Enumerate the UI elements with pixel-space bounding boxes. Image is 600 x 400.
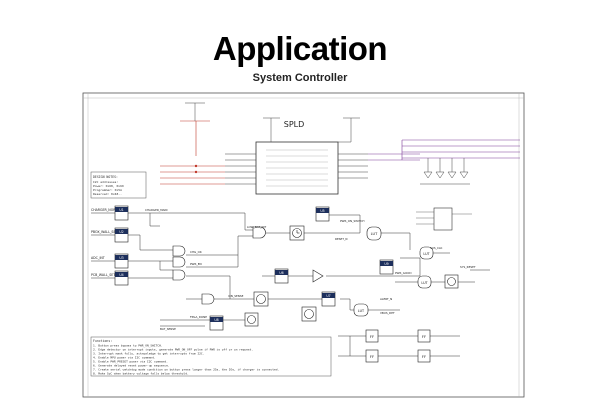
lut-block: LUT <box>417 275 432 289</box>
flip-flop: FF <box>365 349 379 363</box>
spld-chip-label: SPLD <box>284 120 305 129</box>
buffer-symbol <box>312 269 324 283</box>
lut-block: LUT <box>419 246 434 260</box>
logic-block: U5 <box>315 206 330 222</box>
smart-switch-chip <box>416 207 472 231</box>
functions-box: Functions: 1. Button press bypass to PWR… <box>90 336 332 377</box>
design-notes-line: I2C addresses: <box>93 180 118 184</box>
ff-label: FF <box>370 335 374 339</box>
net-label: PWR_EN <box>190 262 202 266</box>
function-line: 6. Generate delayed reset power-up seque… <box>93 364 170 368</box>
design-notes-box: DESIGN NOTES: I2C addresses: Power: 0x68… <box>90 171 147 199</box>
functions-heading: Functions: <box>93 339 112 343</box>
ff-label: FF <box>422 355 426 359</box>
function-line: 7. Create serial watchdog mode condition… <box>93 368 279 372</box>
logic-block: U8 <box>209 315 224 331</box>
block-label: U8 <box>214 318 218 322</box>
function-line: 3. Interrupt mask fully, acknowledge to … <box>93 352 205 356</box>
net-label: VBUS_DET <box>380 311 395 315</box>
block-label: U5 <box>320 209 324 213</box>
flip-flop: FF <box>365 329 379 343</box>
design-notes-heading: DESIGN NOTES: <box>93 175 118 179</box>
lut-block: LUT <box>366 226 382 241</box>
lut-label: LUT <box>371 232 378 236</box>
logic-block: U7 <box>321 291 336 307</box>
logic-block: U1 <box>114 205 129 221</box>
net-label: FPGA_DONE <box>190 315 207 319</box>
spld-chip: SPLD <box>255 120 339 195</box>
timer-element <box>289 225 305 241</box>
net-label: RESET_N <box>335 237 347 241</box>
design-notes-line: Reserved: 0x48.. <box>93 192 122 196</box>
block-label: U6 <box>279 271 283 275</box>
net-label: ALERT_N <box>380 297 392 301</box>
logic-block: U3 <box>114 253 129 269</box>
input-label: PBOX_WALL_SET <box>91 230 117 234</box>
net-label: CHG_OK <box>190 250 202 254</box>
page-title: Application <box>212 30 388 67</box>
net-label: BAT_SENSE <box>160 327 176 331</box>
flip-flop: FF <box>417 329 431 343</box>
lut-label: LUT <box>358 309 365 313</box>
block-label: U1 <box>119 208 123 212</box>
net-label: LOW_BAT_INT <box>247 225 266 229</box>
net-label: PWR_ON_SWITCH <box>340 219 364 223</box>
page-subtitle: System Controller <box>252 72 348 84</box>
net-label: SYS_RESET <box>460 265 476 269</box>
function-line: 1. Button press bypass to PWR_ON_SWITCH. <box>93 344 163 348</box>
and-gate <box>172 226 266 305</box>
block-label: U2 <box>119 230 123 234</box>
ff-label: FF <box>370 355 374 359</box>
block-label: U9 <box>384 262 388 266</box>
net-label: PWR_GOOD <box>395 271 412 275</box>
block-label: U4 <box>119 273 123 277</box>
function-line: 4. Enable MPU power via I2C command. <box>93 356 156 360</box>
ff-label: FF <box>422 335 426 339</box>
timer-element <box>244 274 459 327</box>
function-line: 5. Enable PWR_PRESET power via I2C comma… <box>93 360 168 364</box>
block-label: U3 <box>119 256 123 260</box>
function-line: 2. Edge detector on interrupt inputs, ge… <box>93 348 253 352</box>
input-label: CHARGER_NORM <box>91 208 118 212</box>
net-label: CHARGER_MAIN <box>145 208 167 212</box>
input-label: PCB_WALL_SET <box>91 273 115 277</box>
logic-block: U9 <box>379 259 394 275</box>
logic-block: U6 <box>274 268 289 284</box>
lut-label: LUT <box>421 281 428 285</box>
logic-block: U2 <box>114 227 129 243</box>
function-line: 8. Make SoC when battery voltage falls b… <box>93 372 189 376</box>
net-label: VIN_SENSE <box>228 294 244 298</box>
design-notes-line: Power: 0x68, 0x69 <box>93 184 124 188</box>
input-label: ADC_INT <box>91 256 105 260</box>
design-notes-line: Programmer: 0x5A <box>93 188 122 192</box>
flip-flop: FF <box>417 349 431 363</box>
lut-label: LUT <box>423 252 430 256</box>
schematic-frame <box>82 92 525 398</box>
net-label: SUS_CLK <box>430 246 443 250</box>
block-label: U7 <box>326 294 330 298</box>
logic-block: U4 <box>114 270 129 286</box>
lut-block: LUT <box>353 303 369 317</box>
